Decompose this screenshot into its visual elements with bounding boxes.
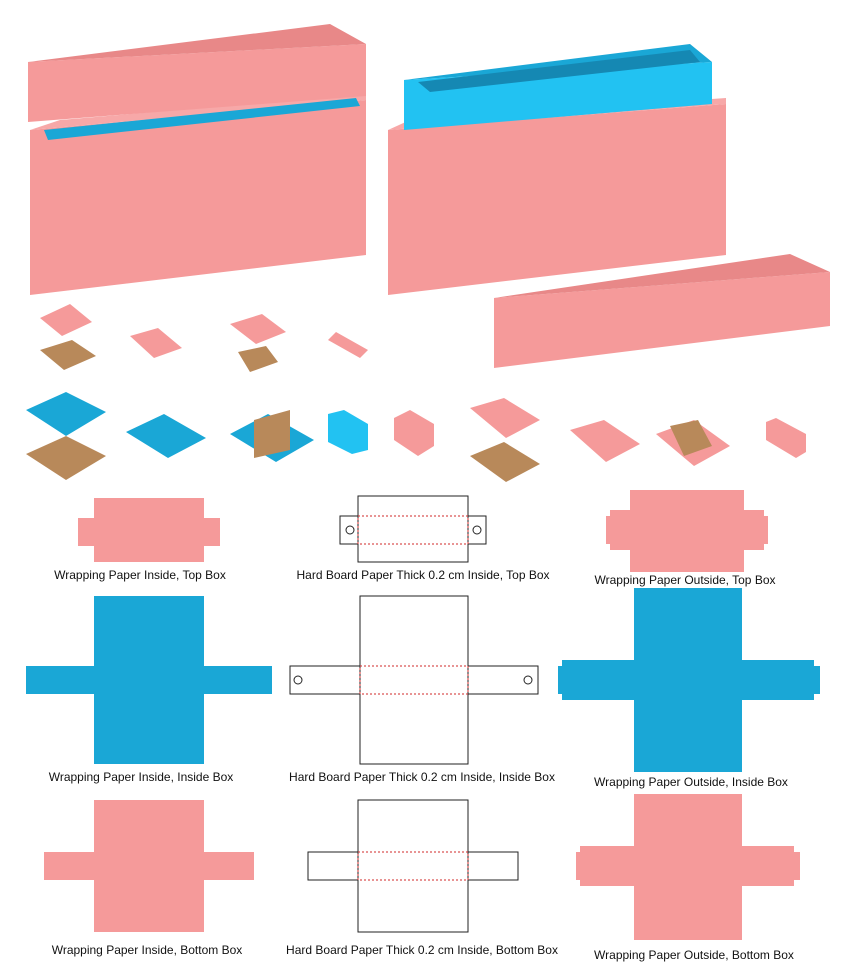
wrap-outside-inside-shape [558,588,820,772]
wrap-outside-top-shape [606,490,768,572]
thumb-pink-flat-2 [130,328,182,358]
board-bottom-flap-left [307,851,359,881]
board-bottom-flap-right [467,851,519,881]
thumb-blue-flat-1 [26,392,106,436]
board-top-fold-lines [357,515,469,545]
box-b-tray-inner [418,50,700,92]
caption-wrap-inside-top: Wrapping Paper Inside, Top Box [54,568,226,582]
caption-wrap-inside-bottom: Wrapping Paper Inside, Bottom Box [51,943,243,957]
dieline-board-inside [289,595,539,765]
board-top-flap-right [467,515,487,545]
thumb-kraft-open [670,420,712,456]
wrap-outside-bottom-shape [576,794,800,940]
box-b-tray-rim [404,44,712,80]
wrap-inside-bottom-shape [44,800,254,932]
dieline-board-top [339,495,487,563]
caption-wrap-outside-top: Wrapping Paper Outside, Top Box [594,573,776,587]
board-inside-flap-right [467,665,539,695]
box-a-bottom-front [30,100,366,295]
thumb-kraft-box [238,346,278,372]
thumb-pink-box-1 [394,410,434,456]
dieline-wrap-outside-bottom [576,794,800,940]
dieline-wrap-inside-top [78,498,220,562]
caption-wrap-inside-inside: Wrapping Paper Inside, Inside Box [48,770,234,784]
caption-board-inside: Hard Board Paper Thick 0.2 cm Inside, In… [289,770,555,784]
thumb-pink-flat-3 [230,314,286,344]
box-a-bottom-top-edge [30,94,366,130]
board-inside-hole-right [523,675,533,685]
dieline-board-bottom [307,799,519,933]
board-top-hole-left [345,525,355,535]
caption-board-top: Hard Board Paper Thick 0.2 cm Inside, To… [296,568,550,582]
thumb-kraft-upright [254,410,290,458]
board-bottom-panel [357,799,469,933]
thumb-kraft-flat-1 [40,340,96,370]
board-top-panel [357,495,469,563]
thumb-kraft-flat-2 [26,436,106,480]
box-a-lid-top [28,24,366,62]
wrap-inside-inside-shape [26,596,272,764]
loose-lid-mockup [494,254,830,368]
thumb-pink-bar [328,332,368,358]
board-inside-fold-lines [359,665,469,695]
wrap-inside-top-shape [78,498,220,562]
board-inside-flap-left [289,665,361,695]
thumb-blue-box [328,410,368,454]
thumb-kraft-flat-3 [470,442,540,482]
box-b-open-mockup [388,44,726,295]
loose-lid-front [494,272,830,368]
thumb-pink-flat-5 [570,420,640,462]
thumb-pink-box-2 [766,418,806,458]
dieline-wrap-inside-inside [26,596,272,764]
board-top-hole-right [472,525,482,535]
board-bottom-fold-lines [357,851,469,881]
thumb-pink-flat-4 [470,398,540,438]
box-a-closed-mockup [28,24,366,295]
process-thumbnails-row-2 [26,392,806,482]
dieline-wrap-outside-top [606,490,768,572]
box-b-bottom-front [388,104,726,295]
board-inside-panel [359,595,469,765]
thumb-pink-flat-1 [40,304,92,336]
process-thumbnails-row-1 [40,304,368,372]
loose-lid-top [494,254,830,298]
caption-wrap-outside-inside: Wrapping Paper Outside, Inside Box [594,775,788,789]
caption-wrap-outside-bottom: Wrapping Paper Outside, Bottom Box [594,948,794,962]
box-a-lid-front [28,44,366,122]
box-a-blue-inner-strip [44,98,360,140]
dieline-wrap-outside-inside [558,588,820,772]
dieline-wrap-inside-bottom [44,800,254,932]
thumb-blue-flat-2 [126,414,206,458]
board-top-flap-left [339,515,359,545]
caption-board-bottom: Hard Board Paper Thick 0.2 cm Inside, Bo… [286,943,558,957]
board-inside-hole-left [293,675,303,685]
